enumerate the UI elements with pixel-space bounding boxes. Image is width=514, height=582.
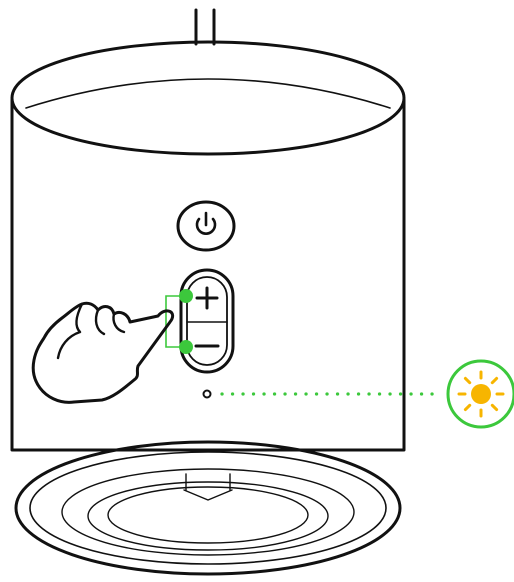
press-both-indicator bbox=[165, 289, 193, 354]
volume-up-button[interactable] bbox=[187, 277, 227, 321]
plus-press-dot bbox=[179, 289, 193, 303]
sun-icon bbox=[457, 370, 505, 418]
power-button[interactable] bbox=[176, 200, 236, 252]
plus-icon bbox=[195, 286, 219, 310]
volume-rocker bbox=[179, 268, 235, 374]
hand-pointer-icon bbox=[31, 301, 175, 404]
light-on-callout bbox=[446, 359, 514, 429]
volume-down-button[interactable] bbox=[187, 323, 227, 365]
speaker-driver bbox=[14, 440, 402, 576]
power-icon bbox=[195, 211, 217, 235]
minus-press-dot bbox=[179, 340, 193, 354]
power-cable bbox=[194, 8, 216, 46]
speaker-body bbox=[10, 40, 406, 452]
status-light bbox=[202, 389, 212, 399]
